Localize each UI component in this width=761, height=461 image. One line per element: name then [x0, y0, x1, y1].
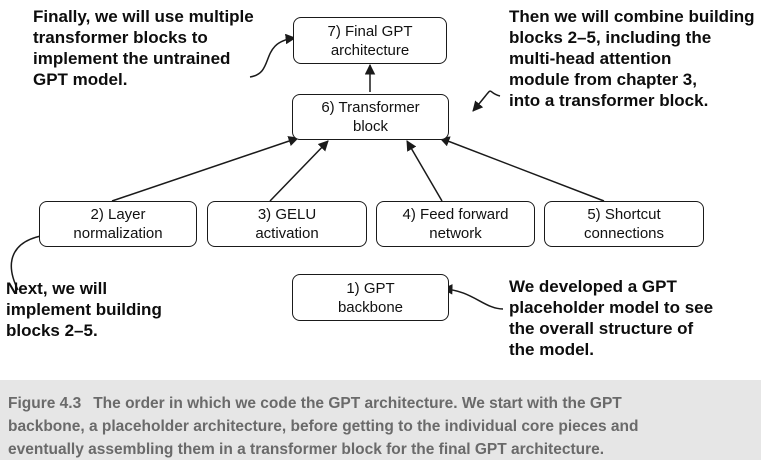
box-gpt-backbone-line2: backbone: [337, 298, 404, 316]
note-top-left-line: implement the untrained: [33, 49, 231, 68]
box-transformer-line1: 6) Transformer: [321, 99, 420, 116]
note-top-left-line: Finally, we will use multiple: [33, 7, 254, 26]
box-gelu-line2: activation: [255, 225, 319, 242]
box-gelu: 3) GELU activation: [207, 201, 367, 247]
caption-text: The order in which we code the GPT archi…: [93, 395, 622, 412]
arrow-gelu-to-transformer: [269, 140, 329, 202]
note-top-right: Then we will combine building blocks 2–5…: [509, 6, 755, 111]
figure-caption: Figure 4.3 The order in which we code the…: [0, 380, 761, 460]
note-top-right-line: module from chapter 3,: [509, 70, 697, 89]
box-final-gpt: 7) Final GPT architecture: [293, 17, 447, 64]
arrow-shortcut-to-transformer: [439, 136, 605, 202]
box-final-gpt-line1: 7) Final GPT: [327, 22, 413, 40]
box-gelu-line1: 3) GELU: [257, 206, 317, 223]
arrow-feed-forward-to-transformer: [406, 140, 443, 202]
note-top-left-line: GPT model.: [33, 70, 128, 89]
box-final-gpt-line2: architecture: [330, 41, 410, 59]
note-bottom-right: We developed a GPT placeholder model to …: [509, 276, 713, 360]
box-transformer-line2: block: [352, 118, 389, 135]
box-layer-norm-line2: normalization: [73, 225, 163, 242]
note-top-right-line: blocks 2–5, including the: [509, 28, 712, 47]
box-shortcut: 5) Shortcut connections: [544, 201, 704, 247]
box-gpt-backbone: 1) GPT backbone: [292, 274, 449, 321]
box-feed-forward-line1: 4) Feed forward: [402, 206, 509, 223]
box-layer-norm: 2) Layer normalization: [39, 201, 197, 247]
caption-line-3: eventually assembling them in a transfor…: [8, 441, 605, 458]
box-shortcut-line1: 5) Shortcut: [587, 206, 661, 223]
leader-top-right: [472, 90, 501, 112]
caption-line-1: Figure 4.3 The order in which we code the…: [8, 392, 751, 415]
arrow-layer-norm-to-transformer: [111, 136, 299, 202]
note-bottom-right-line: placeholder model to see: [509, 298, 714, 317]
caption-line-2: backbone, a placeholder architecture, be…: [8, 418, 639, 435]
box-layer-norm-line1: 2) Layer: [90, 206, 146, 223]
note-bottom-left-line: implement building: [6, 300, 162, 319]
note-bottom-left-line: blocks 2–5.: [6, 321, 98, 340]
note-top-right-line: into a transformer block.: [509, 91, 709, 110]
box-feed-forward-line2: network: [429, 225, 482, 242]
note-top-right-line: multi-head attention: [509, 49, 672, 68]
leader-bottom-right: [441, 284, 504, 310]
diagram-connectors: [10, 33, 605, 310]
note-bottom-right-line: the model.: [509, 340, 595, 359]
note-bottom-right-line: We developed a GPT: [509, 277, 677, 296]
leader-top-left: [249, 33, 297, 78]
box-gpt-backbone-line1: 1) GPT: [346, 279, 395, 297]
box-feed-forward: 4) Feed forward network: [376, 201, 535, 247]
box-shortcut-line2: connections: [583, 225, 665, 242]
note-bottom-left-line: Next, we will: [6, 279, 108, 298]
figure-label: Figure 4.3: [8, 395, 82, 412]
note-top-left-line: transformer blocks to: [33, 28, 208, 47]
note-bottom-left: Next, we will implement building blocks …: [6, 278, 162, 341]
box-transformer-block: 6) Transformer block: [292, 94, 449, 140]
note-top-right-line: Then we will combine building: [509, 7, 755, 26]
note-bottom-right-line: the overall structure of: [509, 319, 694, 338]
note-top-left: Finally, we will use multiple transforme…: [33, 6, 254, 90]
